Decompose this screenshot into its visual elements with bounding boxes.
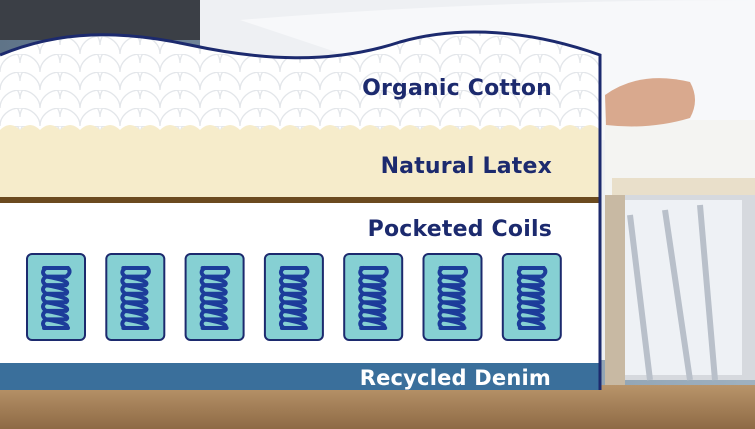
layer-recycled-denim bbox=[0, 363, 600, 390]
coil-pocket bbox=[422, 253, 483, 341]
layer-divider bbox=[0, 197, 600, 203]
coil-pocket bbox=[26, 253, 86, 341]
spring-icon bbox=[516, 266, 548, 330]
layer-natural-latex bbox=[0, 125, 600, 198]
label-natural-latex: Natural Latex bbox=[380, 154, 552, 179]
label-organic-cotton: Organic Cotton bbox=[362, 76, 552, 101]
label-pocketed-coils: Pocketed Coils bbox=[367, 217, 552, 242]
coil-pocket bbox=[501, 253, 562, 341]
coil-pocket bbox=[343, 253, 404, 341]
spring-icon bbox=[120, 266, 151, 330]
coil-pocket bbox=[263, 253, 324, 341]
spring-icon bbox=[41, 266, 72, 330]
layer-organic-cotton bbox=[0, 32, 600, 130]
mattress-outline bbox=[0, 30, 602, 390]
spring-icon bbox=[358, 266, 389, 330]
label-recycled-denim: Recycled Denim bbox=[359, 366, 551, 390]
spring-icon bbox=[278, 266, 310, 330]
coil-pocket bbox=[184, 253, 245, 341]
spring-icon bbox=[437, 266, 469, 330]
spring-icon bbox=[199, 266, 231, 330]
coil-pocket bbox=[105, 253, 166, 341]
coil-row bbox=[26, 253, 562, 341]
hand bbox=[605, 78, 695, 127]
